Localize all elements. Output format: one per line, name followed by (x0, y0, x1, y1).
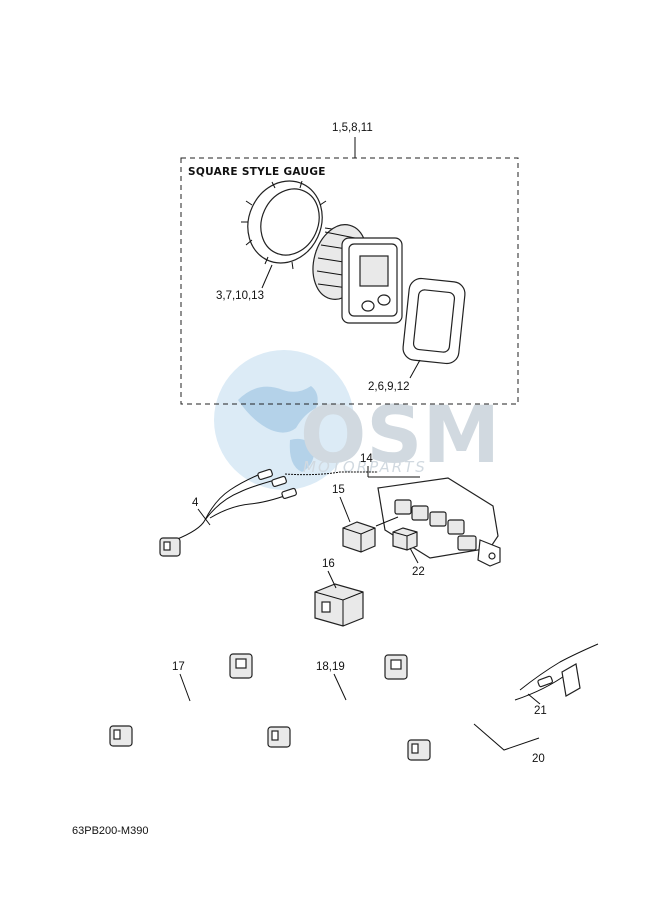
watermark-brand: OSM (300, 391, 500, 481)
callout-harness-17: 17 (172, 661, 185, 673)
callout-connector-16: 16 (322, 558, 335, 570)
kit-title: SQUARE STYLE GAUGE (188, 166, 326, 178)
callout-connector-15: 15 (332, 484, 345, 496)
watermark: OSM MOTORPARTS (214, 350, 500, 490)
callout-harness-18-19: 18,19 (316, 661, 345, 673)
harness-18-19 (267, 654, 408, 748)
junction-block-14 (377, 477, 501, 567)
watermark-tagline: MOTORPARTS (303, 458, 427, 476)
callout-harness-21: 21 (534, 705, 547, 717)
harness-20 (407, 641, 599, 761)
callout-junction-14: 14 (360, 453, 373, 465)
callout-harness-4: 4 (192, 497, 199, 509)
ring-nut (241, 180, 333, 270)
callout-harness-20: 20 (532, 753, 545, 765)
callout-ring-nut: 3,7,10,13 (216, 290, 264, 302)
harness-4 (159, 468, 297, 557)
callout-gauge-kit: 1,5,8,11 (332, 122, 373, 134)
gauge-kit-box (180, 157, 519, 405)
harness-17 (109, 653, 253, 747)
cap-22 (392, 527, 418, 551)
gasket (402, 277, 466, 365)
connector-16 (314, 583, 364, 627)
connector-15 (342, 521, 376, 553)
callout-gasket: 2,6,9,12 (368, 381, 410, 393)
callout-cap-22: 22 (412, 566, 425, 578)
diagram-code: 63PB200-M390 (72, 825, 148, 837)
gauge-body (312, 224, 403, 324)
